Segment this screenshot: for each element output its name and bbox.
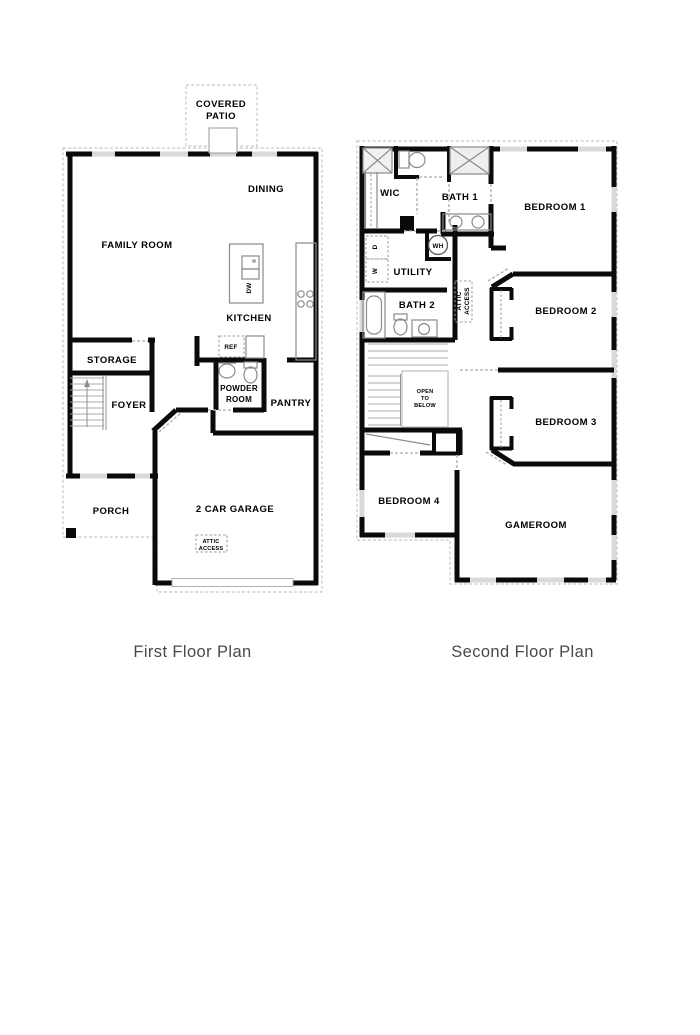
bath2-tub (362, 291, 386, 339)
label-garage: 2 CAR GARAGE (196, 504, 274, 515)
label-foyer: FOYER (112, 400, 147, 411)
label-gameroom: GAMEROOM (505, 520, 567, 531)
bath2-toilet-bowl (393, 318, 408, 336)
bath1-fixtures (398, 146, 492, 231)
stairs-up-arrow (84, 379, 90, 387)
label-dishwasher: DW (246, 283, 253, 294)
bath2-tub-inner (365, 295, 383, 335)
second-floor-dashed-outline (356, 140, 618, 585)
powder-room-fixtures (218, 361, 258, 384)
label-open-to-below-3: BELOW (414, 403, 436, 409)
bath1-sink-1 (449, 215, 463, 229)
second-floor-caption: Second Floor Plan (451, 643, 594, 661)
island-sink-bowl-2 (241, 268, 260, 280)
label-water-heater: WH (433, 243, 444, 250)
first-floor-walls (66, 151, 319, 586)
foyer-stairs (70, 376, 107, 430)
open-to-below-box (401, 370, 449, 428)
second-floor-stairs (368, 343, 449, 428)
label-refrigerator: REF (224, 344, 237, 351)
porch-post (66, 528, 76, 538)
label-wic: WIC (380, 188, 400, 199)
bath2-sink (417, 322, 431, 336)
label-open-to-below-1: OPEN (417, 389, 434, 395)
label-washer: W (372, 268, 379, 274)
utility-fixtures (365, 234, 449, 283)
label-powder-room-2: ROOM (226, 395, 252, 404)
second-floor-door-openings (390, 176, 510, 470)
label-bath2: BATH 2 (399, 300, 435, 311)
kitchen-counter (245, 242, 317, 361)
sink-faucet-dot (252, 259, 256, 263)
label-bedroom3: BEDROOM 3 (535, 417, 597, 428)
bath1-sink-2 (471, 215, 485, 229)
label-dining: DINING (248, 184, 284, 195)
bath2-vanity (411, 319, 438, 338)
hall-wall-stub (400, 216, 414, 231)
powder-sink (218, 363, 236, 379)
label-dryer: D (372, 244, 379, 249)
bath2-toilet-tank (393, 313, 408, 321)
label-covered-patio-1: COVERED (196, 99, 246, 110)
first-floor-window-bands (66, 151, 318, 479)
first-floor-caption: First Floor Plan (133, 643, 252, 661)
label-ff-attic-2: ACCESS (199, 546, 224, 552)
attic-access-bracket (454, 280, 473, 323)
label-covered-patio-2: PATIO (206, 111, 236, 122)
bath1-toilet-tank (398, 150, 410, 169)
stove-burners (297, 290, 314, 308)
attic-access-box (195, 534, 228, 553)
label-bath1: BATH 1 (442, 192, 479, 203)
bedroom4-closet-rod (365, 433, 431, 446)
label-ff-attic-1: ATTIC (202, 539, 219, 545)
label-powder-room-1: POWDER (220, 384, 258, 393)
first-floor-door-openings (132, 340, 233, 433)
island-sink-bowl-1 (241, 255, 260, 270)
toilet-bowl (243, 366, 258, 384)
toilet-tank (243, 361, 258, 369)
garage-entry-diagonal-wall (151, 408, 178, 433)
bath1-toilet-bowl (408, 151, 426, 169)
second-floor-plan: WIC BATH 1 BEDROOM 1 WH D W UTILITY BATH… (356, 140, 618, 585)
wic-shelving (362, 147, 393, 228)
label-utility: UTILITY (393, 267, 432, 278)
garage-door (171, 578, 294, 587)
label-bedroom1: BEDROOM 1 (524, 202, 586, 213)
water-heater (427, 234, 449, 256)
label-porch: PORCH (93, 506, 130, 517)
label-bedroom2: BEDROOM 2 (535, 306, 597, 317)
label-sf-attic-1: ATTIC (456, 291, 463, 310)
label-pantry: PANTRY (271, 398, 312, 409)
label-open-to-below-2: TO (421, 396, 430, 402)
kitchen-island (228, 243, 264, 304)
label-sf-attic-2: ACCESS (464, 287, 471, 314)
bath1-vanity (442, 213, 492, 231)
first-floor-plan: COVERED PATIO DINING FAMILY ROOM KITCHEN… (62, 84, 323, 593)
label-family-room: FAMILY ROOM (102, 240, 173, 251)
label-bedroom4: BEDROOM 4 (378, 496, 440, 507)
patio-step (208, 127, 238, 154)
washer-box (365, 258, 389, 283)
label-kitchen: KITCHEN (226, 313, 271, 324)
label-storage: STORAGE (87, 355, 137, 366)
bedroom4-linen-closet (432, 429, 460, 456)
refrigerator-box (218, 335, 245, 358)
bath2-fixtures (362, 291, 438, 339)
